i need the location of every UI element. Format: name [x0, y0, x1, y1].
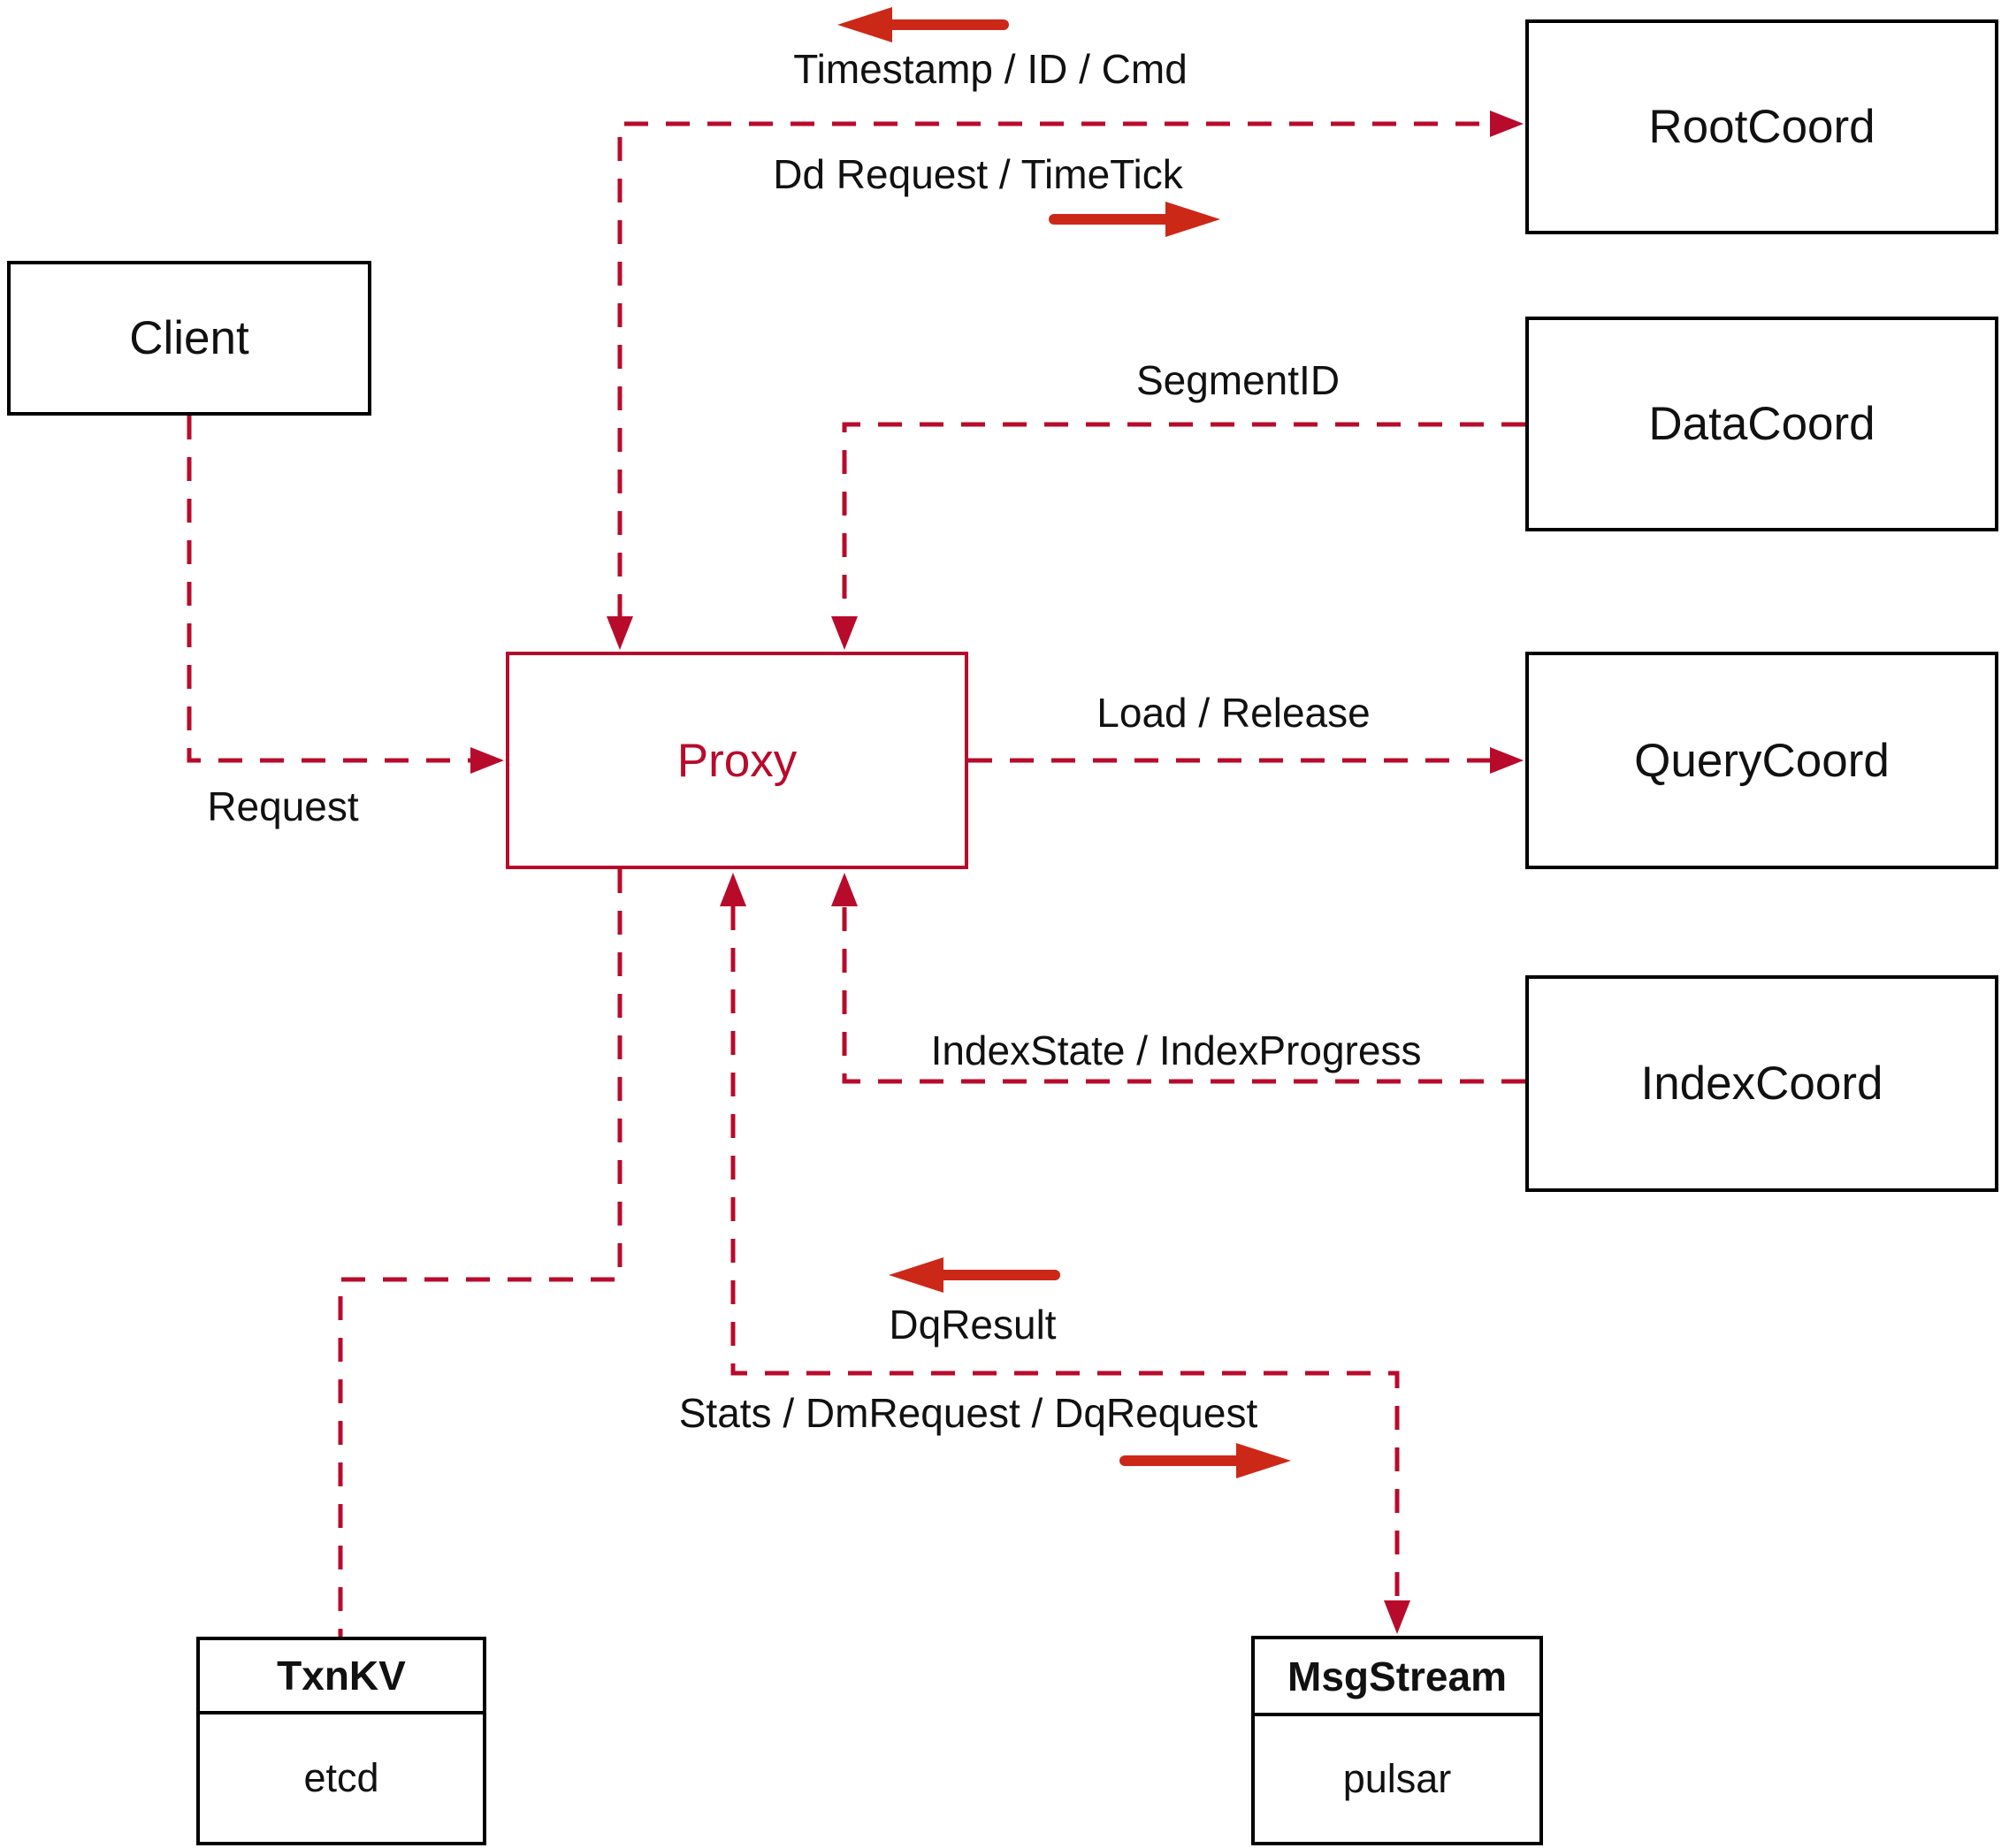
edge-label-dqresult: DqResult	[889, 1302, 1057, 1348]
edge-label-dd-request-timetick: Dd Request / TimeTick	[773, 151, 1183, 197]
arrowhead-into-proxy-bottom-left	[720, 873, 746, 906]
arrowhead-into-rootcoord	[1490, 111, 1524, 137]
datacoord-proxy-connector	[831, 422, 1525, 650]
indexcoord-proxy-connector	[831, 873, 1525, 1084]
txnkv-title: TxnKV	[200, 1640, 483, 1714]
msgstream-node: MsgStream pulsar	[1251, 1636, 1543, 1845]
proxy-node: Proxy	[506, 652, 968, 869]
arrow-left-icon	[889, 1257, 1060, 1293]
indexcoord-node: IndexCoord	[1525, 975, 1998, 1192]
indexcoord-label: IndexCoord	[1640, 1058, 1883, 1110]
client-node: Client	[7, 261, 371, 416]
arrowhead-into-proxy-bottom-right	[831, 873, 858, 906]
edge-label-load-release: Load / Release	[1096, 690, 1371, 736]
txnkv-subtitle: etcd	[303, 1755, 379, 1800]
edge-label-segmentid: SegmentID	[1135, 357, 1341, 403]
proxy-txnkv-connector	[338, 869, 623, 1637]
querycoord-node: QueryCoord	[1525, 652, 1998, 869]
edge-label-timestamp-id-cmd: Timestamp / ID / Cmd	[793, 46, 1188, 92]
arrow-left-icon	[837, 7, 1009, 42]
querycoord-label: QueryCoord	[1634, 734, 1890, 787]
proxy-label: Proxy	[676, 734, 798, 787]
arrow-right-icon	[1119, 1443, 1291, 1478]
rootcoord-label: RootCoord	[1648, 101, 1875, 153]
msgstream-title: MsgStream	[1255, 1639, 1539, 1716]
datacoord-node: DataCoord	[1525, 317, 1998, 531]
proxy-msgstream-connector	[720, 873, 1410, 1634]
client-label: Client	[129, 312, 249, 364]
datacoord-label: DataCoord	[1648, 398, 1875, 450]
msgstream-subtitle: pulsar	[1342, 1756, 1452, 1801]
edge-label-request: Request	[207, 783, 359, 829]
arrowhead-into-proxy-top-left	[607, 616, 633, 650]
edge-label-stats-dmrequest-dqrequest: Stats / DmRequest / DqRequest	[678, 1390, 1258, 1436]
txnkv-node: TxnKV etcd	[196, 1637, 486, 1845]
edge-label-indexstate-indexprogress: IndexState / IndexProgress	[930, 1027, 1422, 1073]
arrowhead-into-proxy-left	[470, 747, 504, 774]
rootcoord-node: RootCoord	[1525, 19, 1998, 234]
proxy-querycoord-connector	[968, 747, 1524, 774]
arrowhead-into-querycoord	[1490, 747, 1524, 774]
arrow-right-icon	[1049, 202, 1220, 237]
arrowhead-into-msgstream	[1384, 1600, 1410, 1634]
proxy-rootcoord-connector	[607, 111, 1524, 650]
arrowhead-into-proxy-top-right	[831, 616, 858, 650]
client-proxy-connector	[187, 416, 504, 774]
